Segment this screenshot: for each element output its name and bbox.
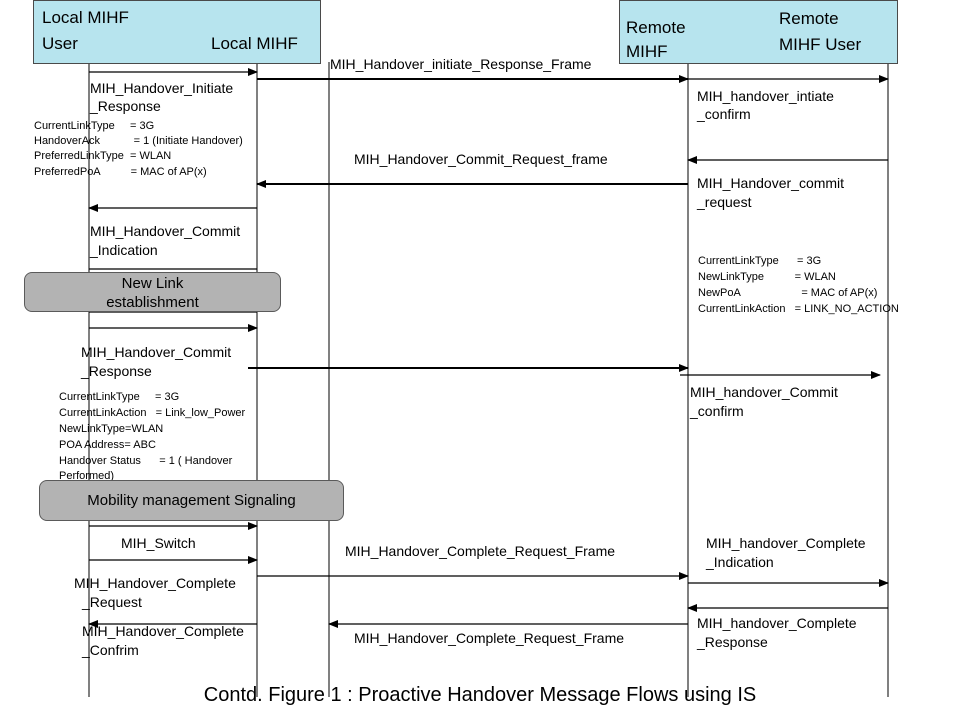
params-initiate-2: HandoverAck = 1 (Initiate Handover) <box>34 135 243 147</box>
label-commit-indication-1: MIH_Handover_Commit <box>90 223 241 239</box>
figure-caption: Contd. Figure 1 : Proactive Handover Mes… <box>203 684 757 706</box>
label-initiate-confirm-1: MIH_handover_intiate <box>697 88 834 104</box>
actor-remote-user-label-2: MIHF User <box>779 35 862 54</box>
label-complete-response-2: _Response <box>697 634 768 650</box>
label-commit-request-frame: MIH_Handover_Commit_Request_frame <box>354 151 608 167</box>
label-initiate-response-frame: MIH_Handover_initiate_Response_Frame <box>330 56 592 72</box>
params-initiate-1: CurrentLinkType = 3G <box>34 120 155 132</box>
procedure-new-link-establishment: New Link establishment <box>24 272 281 312</box>
procedure-new-link-label-1: New Link <box>121 275 184 292</box>
label-complete-request-2: _Request <box>82 594 142 610</box>
label-complete-confirm-1: MIH_Handover_Complete <box>82 623 244 639</box>
label-commit-indication-2: _Indication <box>90 242 158 258</box>
actor-remote-user-label-1: Remote <box>779 9 839 28</box>
label-complete-request-frame-2: MIH_Handover_Complete_Request_Frame <box>354 630 625 646</box>
label-complete-response-1: MIH_handover_Complete <box>697 615 857 631</box>
label-commit-request-1: MIH_Handover_commit <box>697 175 845 191</box>
label-initiate-confirm-2: _confirm <box>697 106 751 122</box>
params-commit-request-4: CurrentLinkAction = LINK_NO_ACTION <box>698 303 899 315</box>
label-complete-request-1: MIH_Handover_Complete <box>74 575 236 591</box>
params-commit-response-1: CurrentLinkType = 3G <box>59 391 180 403</box>
actor-remote-mihf-label-1: Remote <box>626 18 686 37</box>
actor-remote-mihf-label-2: MIHF <box>626 42 668 61</box>
label-complete-request-frame: MIH_Handover_Complete_Request_Frame <box>345 543 616 559</box>
params-initiate-3: PreferredLinkType = WLAN <box>34 150 172 162</box>
actor-remote-mihf-remote-user: Remote MIHF Remote MIHF User <box>619 0 898 64</box>
label-complete-indication-2: _Indication <box>706 554 774 570</box>
label-complete-confirm-2: _Confrim <box>82 642 139 658</box>
label-commit-response-2: _Response <box>81 363 152 379</box>
params-commit-response-4: POA Address= ABC <box>59 439 156 451</box>
label-commit-confirm-1: MIH_handover_Commit <box>690 384 838 400</box>
actor-local-user-label-2: User <box>42 34 78 53</box>
label-initiate-response-2: _Response <box>90 98 161 114</box>
label-initiate-response-1: MIH_Handover_Initiate <box>90 80 234 96</box>
actor-local-user-local-mihf: Local MIHF User Local MIHF <box>33 0 321 64</box>
label-commit-response-1: MIH_Handover_Commit <box>81 344 232 360</box>
params-commit-response-2: CurrentLinkAction = Link_low_Power <box>59 407 246 419</box>
procedure-new-link-label-2: establishment <box>106 294 199 311</box>
label-switch: MIH_Switch <box>121 535 196 551</box>
actor-local-user-label-1: Local MIHF <box>42 8 129 27</box>
label-complete-indication-1: MIH_handover_Complete <box>706 535 866 551</box>
params-initiate-4: PreferredPoA = MAC of AP(x) <box>34 166 207 178</box>
procedure-mobility-label: Mobility management Signaling <box>87 492 296 509</box>
params-commit-request-1: CurrentLinkType = 3G <box>698 255 822 267</box>
label-commit-request-2: _request <box>697 194 752 210</box>
params-commit-response-6: Performed) <box>59 470 115 482</box>
params-commit-response-5: Handover Status = 1 ( Handover <box>59 455 233 467</box>
params-commit-request-3: NewPoA = MAC of AP(x) <box>698 287 878 299</box>
params-commit-request-2: NewLinkType = WLAN <box>698 271 836 283</box>
params-commit-response-3: NewLinkType=WLAN <box>59 423 164 435</box>
label-commit-confirm-2: _confirm <box>690 403 744 419</box>
procedure-mobility-management-signaling: Mobility management Signaling <box>39 480 344 521</box>
actor-local-mihf-label: Local MIHF <box>211 34 298 53</box>
